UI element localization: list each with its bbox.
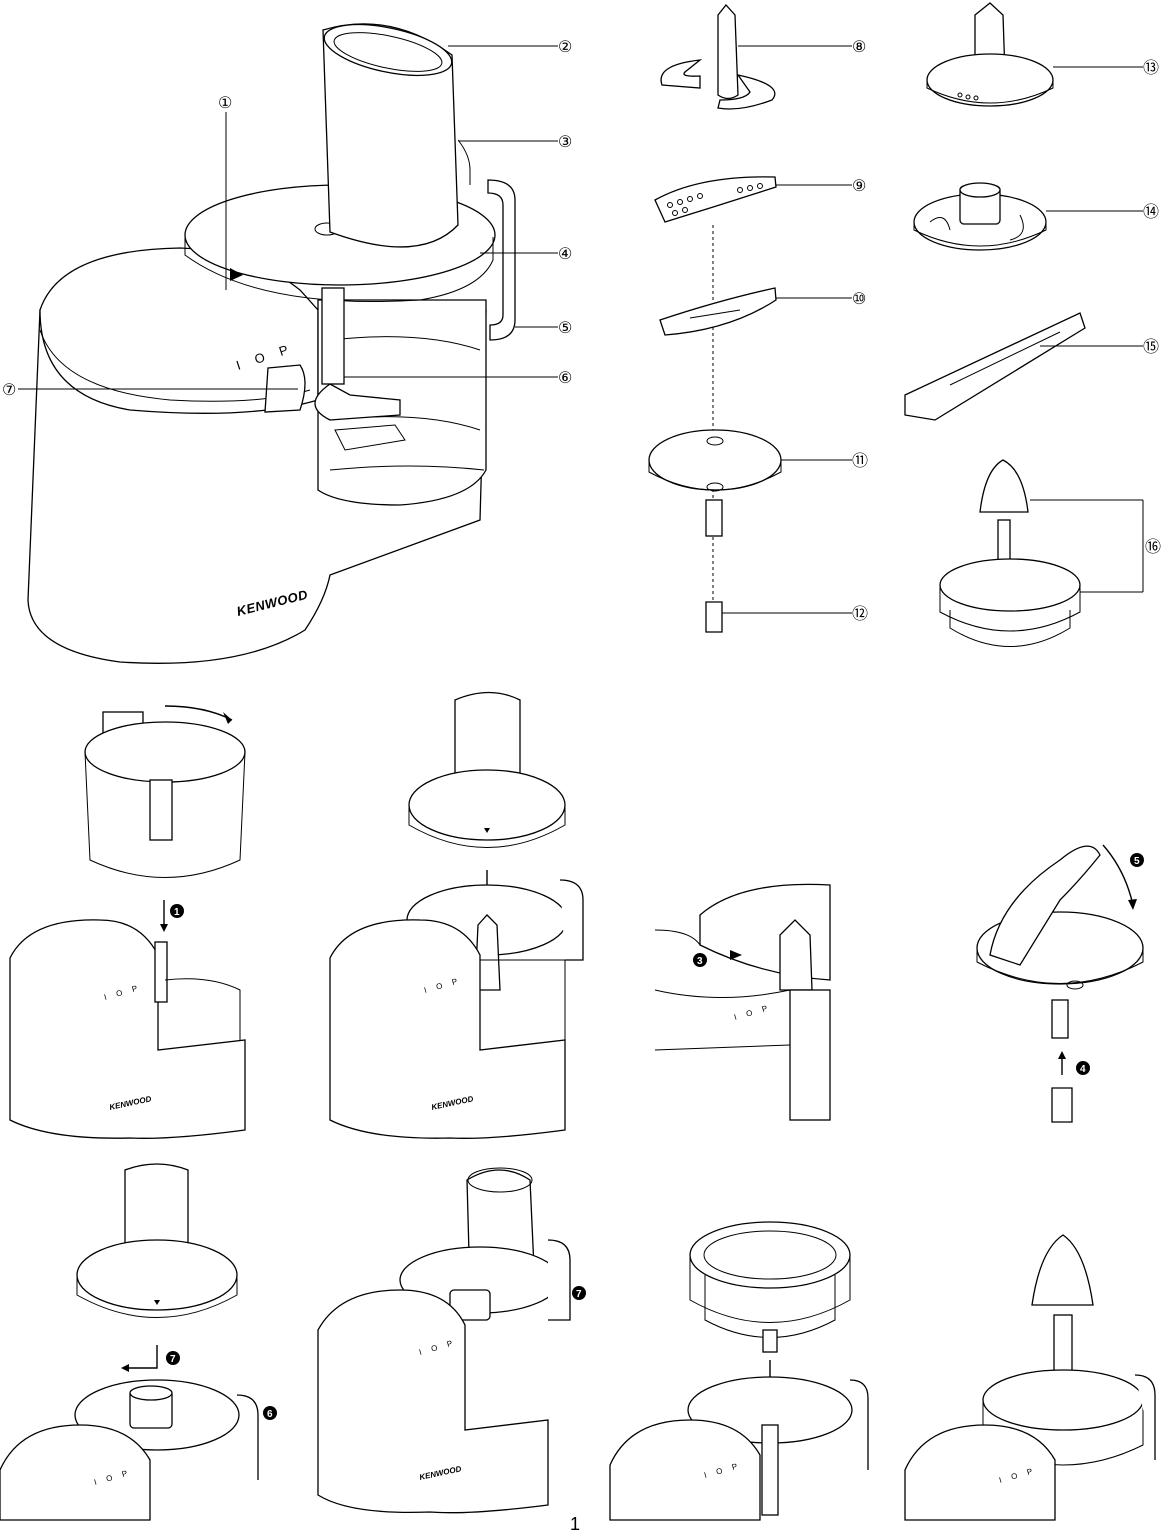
- food-processor-main-illustration: I O P KENWOOD ① ② ③ ④ ⑤ ⑥ ⑦: [2, 23, 572, 664]
- step-number-1: 1: [174, 907, 180, 918]
- part-label-16: ⑯: [1145, 538, 1161, 556]
- step-number-3: 3: [697, 956, 703, 967]
- part-label-5: ⑤: [558, 320, 572, 337]
- part-slicing-plate: ⑩: [659, 287, 866, 336]
- part-label-1: ①: [218, 95, 232, 112]
- part-label-3: ③: [558, 134, 572, 151]
- step-3-illustration: 3 I O P: [654, 883, 831, 1121]
- step-9-illustration: 9 I O P: [904, 1234, 1156, 1521]
- part-fine-grating-plate: ⑨: [654, 176, 866, 223]
- part-drive-coupling: ⑫: [705, 601, 868, 633]
- part-chopping-disc: ⑬: [926, 2, 1159, 107]
- part-label-8: ⑧: [852, 39, 866, 56]
- step-number-7: 7: [170, 1354, 176, 1365]
- part-label-9: ⑨: [852, 178, 866, 195]
- step-number-5: 5: [1134, 856, 1140, 867]
- page-number: 1: [570, 1514, 580, 1533]
- step-1-illustration: 1 I O P KENWOOD: [9, 705, 246, 1139]
- part-label-10: ⑩: [852, 291, 866, 308]
- step-4-5-illustration: 5 4: [976, 844, 1144, 1123]
- part-label-2: ②: [558, 39, 572, 56]
- step-8-illustration: 8 I O P: [609, 1221, 869, 1521]
- step-2-illustration: 2 I O P KENWOOD: [329, 691, 584, 1139]
- part-label-4: ④: [558, 246, 572, 263]
- part-label-13: ⑬: [1143, 59, 1159, 77]
- part-knife-blade: ⑧: [660, 3, 866, 110]
- step-number-6: 6: [267, 1409, 273, 1420]
- part-label-14: ⑭: [1143, 203, 1159, 221]
- part-label-12: ⑫: [852, 605, 868, 623]
- part-shredding-disc: ⑭: [913, 182, 1159, 251]
- part-label-15: ⑮: [1143, 338, 1159, 356]
- part-citrus-juicer: ⑯: [939, 459, 1161, 647]
- step-number-7-alt: 7: [576, 1289, 582, 1300]
- part-label-6: ⑥: [558, 370, 572, 387]
- step-6-7-illustration: 7 6 I O P 7 I O P KENWOOD: [0, 1163, 586, 1521]
- part-spatula: ⑮: [904, 312, 1159, 421]
- part-label-7: ⑦: [2, 382, 16, 399]
- speed-switch-label: I O P: [733, 1003, 772, 1022]
- part-disc-carrier: ⑪: [648, 429, 868, 537]
- part-label-11: ⑪: [852, 452, 868, 470]
- step-number-4: 4: [1080, 1064, 1086, 1075]
